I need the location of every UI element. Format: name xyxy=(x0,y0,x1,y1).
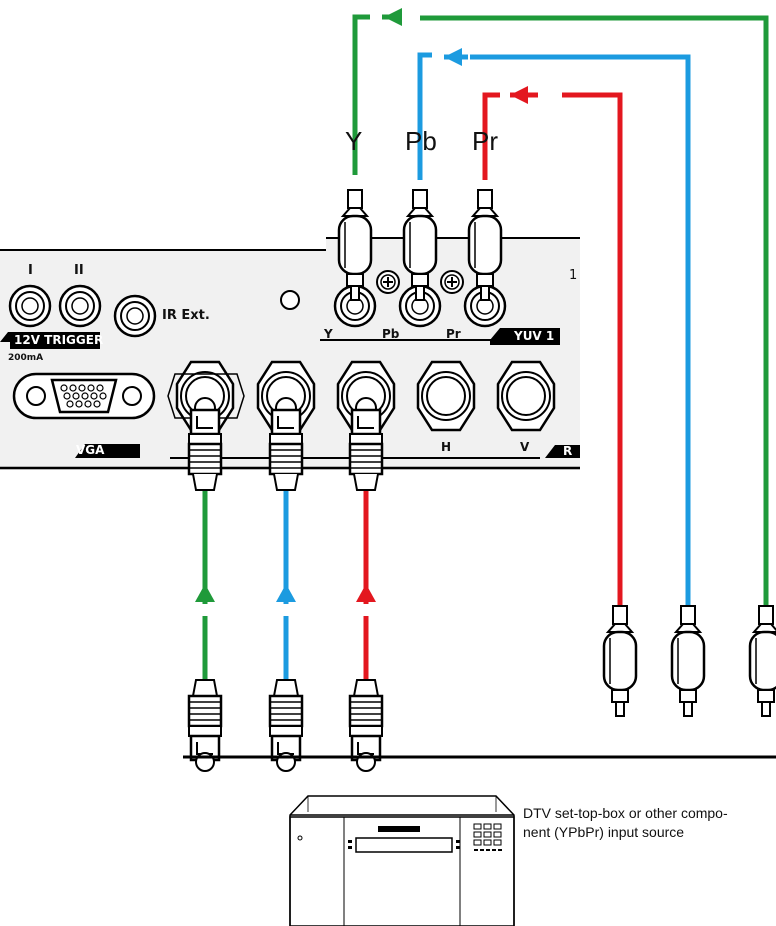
v-label: V xyxy=(520,440,530,454)
bnc-plug-red xyxy=(348,396,384,492)
screw-1 xyxy=(376,270,400,294)
ir-jack xyxy=(113,294,157,338)
top-cable-gaps xyxy=(372,12,560,102)
top-arrows xyxy=(382,8,538,104)
rca-plug-source-y xyxy=(748,604,776,718)
trigger-jack-2 xyxy=(58,284,102,328)
bnc-jack-v xyxy=(496,360,556,432)
cable-label-pr: Pr xyxy=(472,126,498,156)
vga-port xyxy=(12,372,156,420)
cable-label-pb: Pb xyxy=(405,126,437,156)
bnc-plug-blue xyxy=(268,396,304,492)
rca-plug-source-pb xyxy=(670,604,706,718)
bnc-plug-green xyxy=(187,396,223,492)
top-cables xyxy=(352,14,769,670)
ir-label: IR Ext. xyxy=(162,308,210,323)
dtv-box xyxy=(289,795,515,926)
trigger-jack-1 xyxy=(8,284,52,328)
vga-label: VGA xyxy=(76,443,105,457)
r-label: R xyxy=(563,444,573,458)
trigger-label: 12V TRIGGER xyxy=(14,333,104,347)
current-label: 200mA xyxy=(8,353,44,363)
bnc-jack-h xyxy=(416,360,476,432)
trigger-label-2: II xyxy=(74,263,84,278)
bnc-arrows xyxy=(195,584,376,602)
rca-plug-source-pr xyxy=(602,604,638,718)
cut-label-1: 1 xyxy=(569,268,578,283)
yuv-label: YUV 1 xyxy=(514,329,555,343)
jack-label-pr: Pr xyxy=(446,327,461,341)
panel-led xyxy=(280,290,300,310)
jack-label-y: Y xyxy=(324,327,333,341)
source-caption: DTV set-top-box or other compo- nent (YP… xyxy=(523,805,728,840)
top-gaps2 xyxy=(360,12,372,24)
h-label: H xyxy=(441,440,452,454)
jack-label-pb: Pb xyxy=(382,327,400,341)
screw-2 xyxy=(440,270,464,294)
cable-label-y: Y xyxy=(345,126,363,156)
projector-panel xyxy=(0,237,580,470)
bnc-cable-gaps xyxy=(198,604,373,616)
trigger-label-1: I xyxy=(28,263,33,278)
